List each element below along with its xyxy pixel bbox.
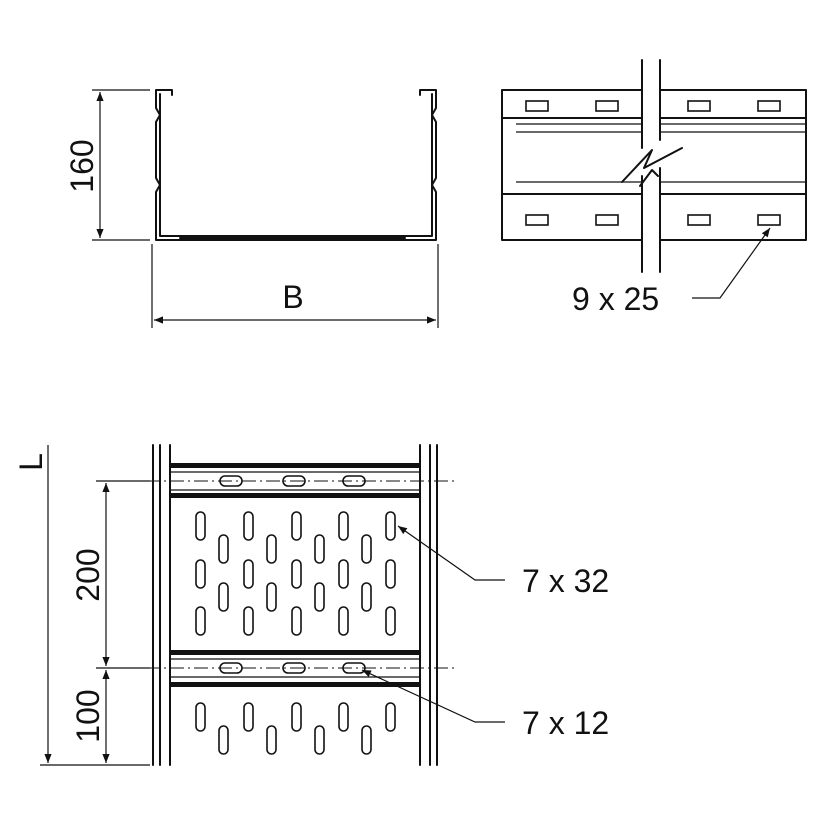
side-slot bbox=[687, 100, 711, 112]
base-slot bbox=[338, 702, 349, 732]
side-slot bbox=[687, 214, 711, 226]
tray-profile-inner bbox=[159, 93, 433, 237]
side-slot bbox=[525, 214, 549, 226]
base-slot-callout-label: 7 x 32 bbox=[522, 563, 609, 599]
cross-slot-callout-label: 7 x 12 bbox=[522, 705, 609, 741]
cross-band bbox=[170, 650, 420, 655]
width-dimension-label: B bbox=[282, 279, 303, 315]
side-slot bbox=[525, 100, 549, 112]
break-symbol bbox=[621, 147, 683, 183]
base-slot-group bbox=[195, 511, 396, 636]
cross-band bbox=[170, 682, 420, 687]
base-slot bbox=[385, 559, 396, 589]
pitch-short-dimension-label: 100 bbox=[70, 689, 106, 742]
base-slot bbox=[218, 582, 229, 612]
base-slot bbox=[291, 511, 302, 541]
base-slot bbox=[314, 582, 325, 612]
base-slot bbox=[218, 725, 229, 755]
base-slot bbox=[243, 606, 254, 636]
base-slot bbox=[314, 725, 325, 755]
pitch-long-dimension-label: 200 bbox=[70, 548, 106, 601]
cross-band bbox=[170, 463, 420, 468]
tray-profile-outline bbox=[155, 89, 437, 241]
base-slot-leader bbox=[397, 525, 505, 581]
base-slot bbox=[266, 582, 277, 612]
base-slot bbox=[243, 511, 254, 541]
base-slot bbox=[243, 702, 254, 732]
base-slot bbox=[195, 702, 206, 732]
base-slot bbox=[218, 534, 229, 564]
base-slot bbox=[243, 559, 254, 589]
base-slot-group bbox=[195, 702, 396, 755]
cross-slot-leader bbox=[361, 669, 505, 723]
cross-band bbox=[170, 493, 420, 498]
side-slot bbox=[595, 100, 619, 112]
side-slot bbox=[595, 214, 619, 226]
base-slot bbox=[385, 511, 396, 541]
base-slot bbox=[338, 511, 349, 541]
length-dimension-label: L bbox=[13, 453, 49, 471]
base-slot bbox=[361, 725, 372, 755]
base-slot bbox=[314, 534, 325, 564]
side-view: 9 x 25 bbox=[501, 59, 807, 317]
base-slot bbox=[195, 606, 206, 636]
base-slot bbox=[291, 702, 302, 732]
base-slot bbox=[338, 559, 349, 589]
base-slot bbox=[266, 534, 277, 564]
base-slot bbox=[385, 606, 396, 636]
base-slot bbox=[338, 606, 349, 636]
side-slot bbox=[757, 100, 781, 112]
cross-section-view: 160 B bbox=[64, 89, 439, 328]
base-slot bbox=[361, 582, 372, 612]
base-slot bbox=[266, 725, 277, 755]
base-slot bbox=[361, 534, 372, 564]
base-slot bbox=[291, 559, 302, 589]
break-symbol bbox=[639, 169, 659, 187]
base-slot bbox=[291, 606, 302, 636]
top-view: L 200 100 7 x 32 7 x 12 bbox=[13, 444, 609, 766]
side-slot bbox=[757, 214, 781, 226]
base-slot bbox=[195, 559, 206, 589]
base-slot bbox=[195, 511, 206, 541]
side-slot-leader bbox=[692, 227, 771, 299]
height-dimension-label: 160 bbox=[64, 139, 100, 192]
side-slot-callout-label: 9 x 25 bbox=[572, 281, 659, 317]
base-slot bbox=[385, 702, 396, 732]
